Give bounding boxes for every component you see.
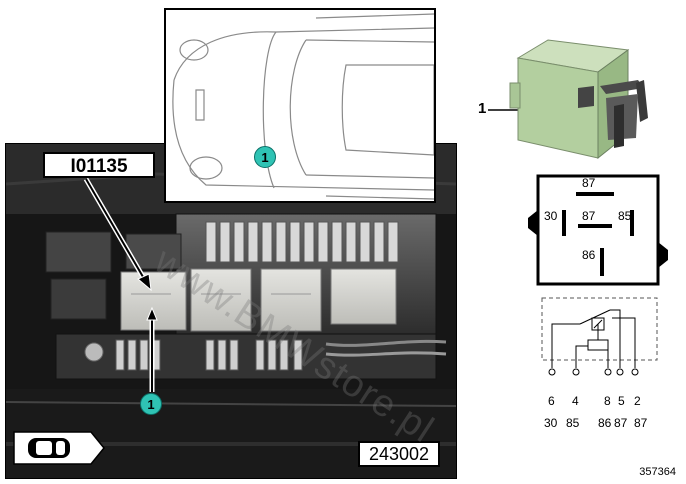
schematic-num-4: 4	[572, 394, 579, 408]
pin-87-top: 87	[582, 176, 596, 190]
relay-product-image	[488, 39, 648, 160]
relay-pin-layout	[528, 174, 668, 286]
callout-marker-inset: 1	[254, 146, 276, 168]
schematic-num-85: 85	[566, 416, 580, 430]
schematic-num-87b: 87	[634, 416, 648, 430]
schematic-num-6: 6	[548, 394, 555, 408]
callout-marker-photo: 1	[140, 393, 162, 415]
pin-87-mid: 87	[582, 209, 596, 223]
pin-30: 30	[544, 209, 558, 223]
diagram-number: 357364	[639, 466, 676, 478]
car-outline-drawing	[172, 13, 435, 200]
position-number: 1	[478, 100, 487, 117]
schematic-num-87a: 87	[614, 416, 628, 430]
image-code-label: 243002	[358, 441, 440, 467]
schematic-num-86: 86	[598, 416, 612, 430]
part-number-label: I01135	[43, 152, 155, 178]
schematic-num-2: 2	[634, 394, 641, 408]
car-icon	[13, 431, 105, 465]
relay-circuit-schematic	[541, 297, 658, 376]
schematic-num-5: 5	[618, 394, 625, 408]
schematic-num-8: 8	[604, 394, 611, 408]
pin-86: 86	[582, 248, 596, 262]
schematic-num-30: 30	[544, 416, 558, 430]
car-location-inset: 1	[164, 8, 436, 203]
pin-85: 85	[618, 209, 632, 223]
